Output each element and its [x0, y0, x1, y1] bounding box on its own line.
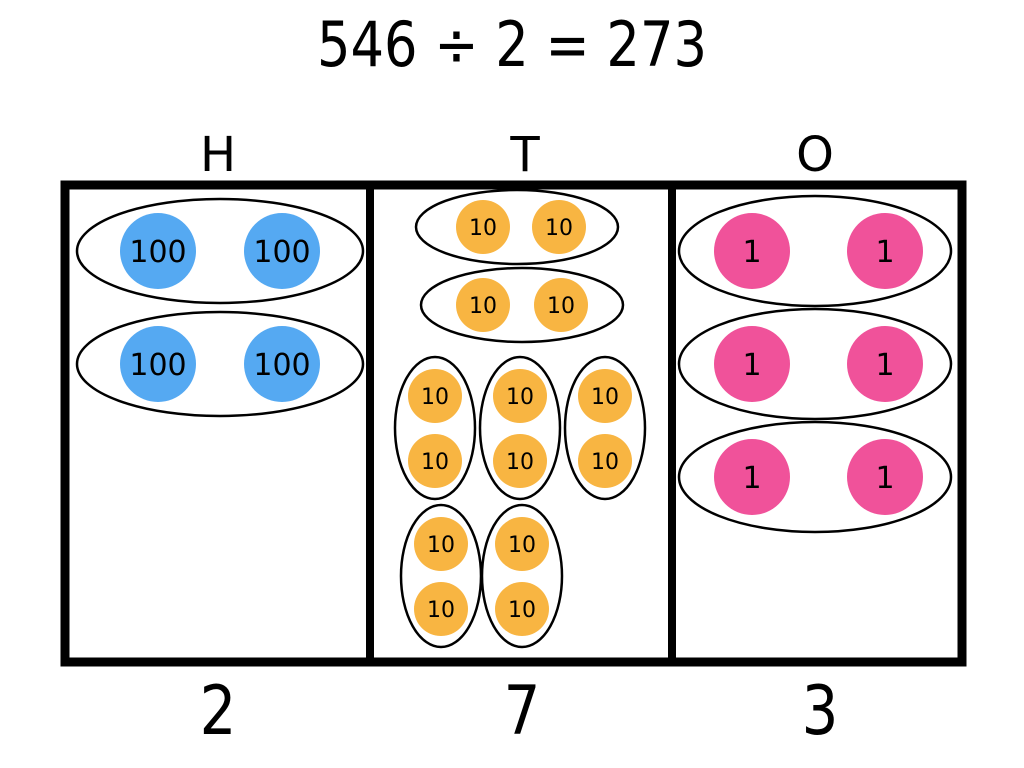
disc-group: 10 10: [563, 355, 647, 501]
disc-label: 10: [506, 385, 534, 410]
tens-column: 10 10 10 10 10 10 10 10 10 10 10 10 10 10: [393, 188, 647, 649]
place-value-disc: [714, 326, 790, 402]
group-oval: [480, 503, 564, 649]
disc-label: 1: [875, 461, 894, 496]
place-value-disc: [414, 582, 468, 636]
disc-label: 10: [508, 598, 536, 623]
disc-label: 10: [506, 450, 534, 475]
chart-frame: [60, 180, 967, 667]
disc-label: 1: [875, 348, 894, 383]
disc-group: 100 100: [75, 197, 365, 305]
disc-label: 10: [591, 385, 619, 410]
header-ones: O: [796, 127, 834, 183]
disc-group: 10 10: [414, 188, 620, 266]
header-hundreds: H: [199, 127, 237, 183]
place-value-disc: [534, 278, 588, 332]
disc-label: 1: [742, 461, 761, 496]
disc-label: 1: [875, 235, 894, 270]
group-oval: [419, 266, 625, 344]
place-value-disc: [714, 439, 790, 515]
disc-label: 100: [253, 235, 310, 270]
group-oval: [677, 420, 953, 534]
disc-label: 100: [129, 348, 186, 383]
result-ones: 3: [801, 672, 839, 751]
disc-group: 10 10: [399, 503, 483, 649]
result-tens: 7: [503, 672, 541, 751]
disc-label: 10: [421, 450, 449, 475]
place-value-disc: [578, 434, 632, 488]
disc-label: 10: [508, 533, 536, 558]
disc-label: 10: [591, 450, 619, 475]
group-oval: [677, 307, 953, 421]
place-value-disc: [244, 326, 320, 402]
place-value-disc: [120, 213, 196, 289]
group-oval: [478, 355, 562, 501]
place-value-disc: [495, 582, 549, 636]
place-value-disc: [244, 213, 320, 289]
place-value-disc: [408, 369, 462, 423]
group-oval: [563, 355, 647, 501]
place-value-disc: [847, 213, 923, 289]
place-value-disc: [414, 517, 468, 571]
place-value-disc: [456, 200, 510, 254]
disc-label: 10: [421, 385, 449, 410]
header-tens: T: [510, 127, 540, 183]
disc-label: 10: [545, 216, 573, 241]
hundreds-column: 100 100 100 100: [75, 197, 365, 418]
disc-group: 10 10: [478, 355, 562, 501]
disc-label: 1: [742, 235, 761, 270]
place-value-disc: [493, 369, 547, 423]
place-value-disc: [532, 200, 586, 254]
place-value-disc: [493, 434, 547, 488]
disc-label: 1: [742, 348, 761, 383]
group-oval: [75, 310, 365, 418]
disc-label: 10: [427, 598, 455, 623]
place-value-disc: [714, 213, 790, 289]
place-value-disc: [456, 278, 510, 332]
place-value-disc: [578, 369, 632, 423]
disc-group: 100 100: [75, 310, 365, 418]
disc-label: 100: [253, 348, 310, 383]
disc-label: 100: [129, 235, 186, 270]
place-value-disc: [495, 517, 549, 571]
group-oval: [393, 355, 477, 501]
disc-group: 10 10: [393, 355, 477, 501]
place-value-disc: [847, 439, 923, 515]
disc-label: 10: [547, 294, 575, 319]
result-hundreds: 2: [199, 672, 237, 751]
disc-label: 10: [469, 294, 497, 319]
group-oval: [414, 188, 620, 266]
group-oval: [677, 194, 953, 308]
disc-group: 10 10: [480, 503, 564, 649]
group-oval: [75, 197, 365, 305]
place-value-disc: [408, 434, 462, 488]
disc-label: 10: [427, 533, 455, 558]
disc-group: 10 10: [419, 266, 625, 344]
disc-label: 10: [469, 216, 497, 241]
equation-title: 546 ÷ 2 = 273: [316, 8, 708, 81]
place-value-disc: [847, 326, 923, 402]
place-value-disc: [120, 326, 196, 402]
